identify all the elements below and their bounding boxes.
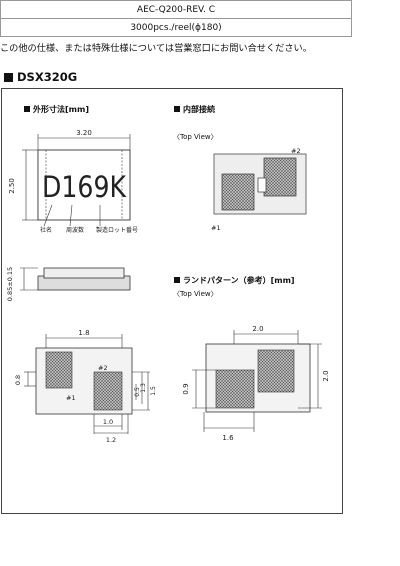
note-text: この他の仕様、または特殊仕様については営業窓口にお問い合せください。	[0, 43, 312, 54]
internal-connection-view	[213, 153, 307, 215]
section-title: DSX320G	[4, 70, 77, 84]
thickness-label: 0.85±0.15	[6, 267, 14, 301]
spec-row-packaging: 3000pcs./reel(ϕ180)	[0, 18, 352, 37]
legend-frequency: 周波数	[66, 226, 84, 234]
bottom-h05: 0.5	[134, 387, 141, 397]
land-w16: 1.6	[222, 434, 234, 442]
bottom-w18: 1.8	[78, 329, 89, 337]
land-w20: 2.0	[252, 325, 263, 333]
bottom-pin1: #1	[66, 394, 76, 402]
marking-text: D169K	[42, 170, 127, 204]
land-heading: ランドパターン（参考）[mm]	[174, 275, 295, 286]
outline-top-view	[22, 134, 131, 227]
bottom-h15: 1.5	[150, 386, 157, 396]
bottom-h08: 0.8	[14, 375, 22, 385]
square-bullet-icon	[24, 106, 30, 112]
bottom-w10: 1.0	[103, 418, 113, 426]
bottom-view	[24, 334, 150, 434]
internal-heading: 内部接続	[174, 104, 215, 115]
product-frame	[1, 88, 343, 514]
outline-heading: 外形寸法[mm]	[24, 104, 89, 115]
square-bullet-icon	[174, 277, 180, 283]
internal-pin2-label: #2	[291, 147, 301, 155]
land-h09: 0.9	[182, 383, 190, 394]
land-h20: 2.0	[322, 370, 330, 381]
section-title-text: DSX320G	[17, 70, 78, 84]
outline-width-label: 3.20	[76, 129, 92, 137]
bottom-pin2: #2	[98, 364, 108, 372]
internal-view-label: 〈Top View〉	[173, 133, 218, 141]
spec-table: AEC-Q200-REV. C 3000pcs./reel(ϕ180)	[0, 0, 352, 37]
legend-company: 社名	[40, 226, 52, 234]
legend-lot: 製造ロット番号	[96, 226, 138, 234]
outline-height-label: 2.50	[8, 178, 16, 194]
land-pattern-view	[192, 330, 322, 432]
land-view-label: 〈Top View〉	[173, 290, 218, 298]
square-bullet-icon	[174, 106, 180, 112]
internal-pin1-label: #1	[211, 224, 221, 232]
outline-side-view	[20, 267, 131, 291]
bottom-h13: 1.3	[140, 383, 147, 393]
bottom-w12: 1.2	[106, 436, 116, 444]
square-bullet-icon	[4, 73, 13, 82]
